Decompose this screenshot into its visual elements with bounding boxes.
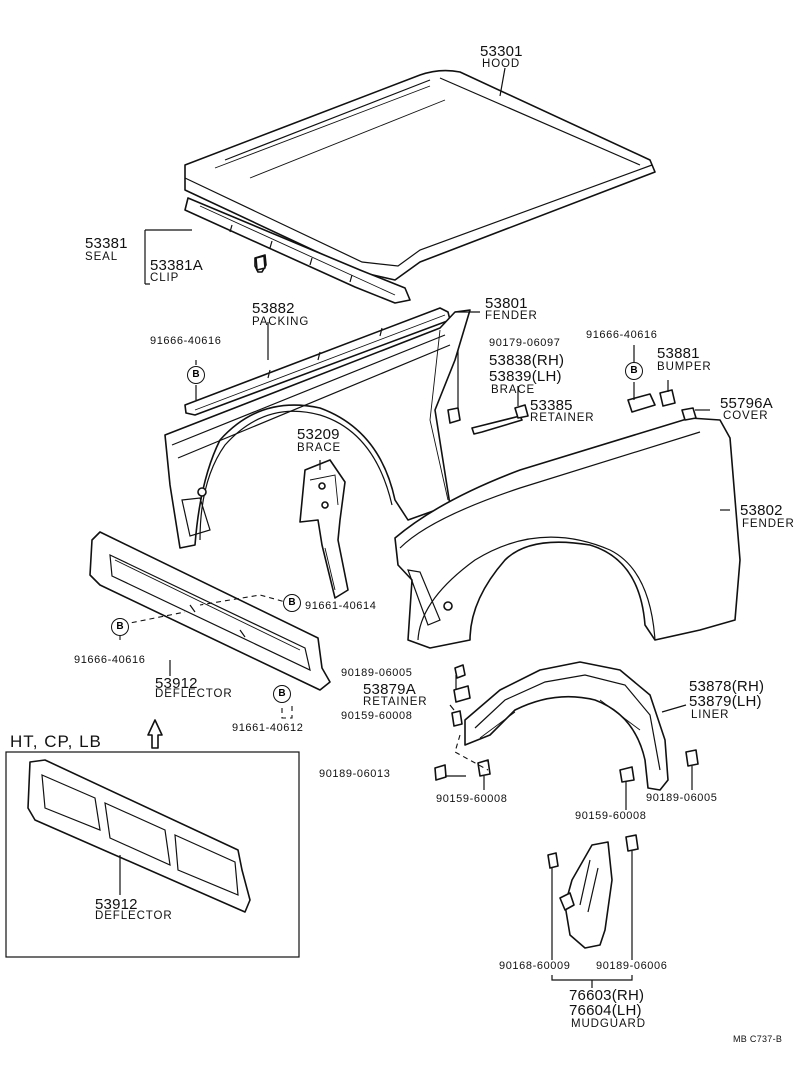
clip-name: CLIP	[150, 272, 180, 284]
bolt-e-number: 91661-40612	[232, 722, 304, 734]
retainer-part-number: 53385	[530, 397, 573, 414]
right-fender-part	[394, 417, 741, 649]
b-badge-e: B	[273, 685, 291, 703]
retainer2-name: RETAINER	[363, 696, 428, 708]
retainer-name: RETAINER	[530, 412, 595, 424]
deflector-part-number: 53912	[155, 675, 198, 692]
bumper-part-number: 53881	[657, 345, 700, 362]
hood-part	[184, 69, 656, 281]
left-fender-part-number: 53801	[485, 295, 528, 312]
retainer2-part-number: 53879A	[363, 681, 416, 698]
seal-part-number: 53381	[85, 235, 128, 252]
packing-name: PACKING	[252, 316, 310, 328]
brace-part	[299, 459, 349, 599]
left-fender-name: FENDER	[485, 310, 538, 322]
bolt-b-number: 91666-40616	[586, 329, 658, 341]
liner-name: LINER	[691, 709, 730, 721]
b-badge-a: B	[187, 366, 205, 384]
hood-name: HOOD	[482, 58, 521, 70]
cover-part-number: 55796A	[720, 395, 773, 412]
right-fender-name: FENDER	[742, 518, 795, 530]
liner-lh-number: 53879(LH)	[689, 693, 762, 710]
brace-name: BRACE	[491, 384, 536, 396]
mudguard-part	[559, 841, 613, 949]
brace-lh-number: 53839(LH)	[489, 368, 562, 385]
inset-box	[5, 719, 300, 958]
brace-rh-number: 53838(RH)	[489, 352, 565, 369]
mudguard-rh-number: 76603(RH)	[569, 987, 645, 1004]
clip-c-number: 90189-06005	[646, 792, 718, 804]
left-fender-part	[164, 309, 471, 549]
cover-name: COVER	[723, 410, 769, 422]
bolt-d-number: 91666-40616	[74, 654, 146, 666]
deflector2-name: DEFLECTOR	[95, 910, 173, 922]
deflector-part	[89, 531, 331, 691]
mudguard-lh-number: 76604(LH)	[569, 1002, 642, 1019]
clip-b-number: 90189-06013	[319, 768, 391, 780]
clip-a-number: 90189-06005	[341, 667, 413, 679]
deflector-name: DEFLECTOR	[155, 688, 233, 700]
small-fasteners	[255, 255, 699, 869]
screw-e-number: 90168-60009	[499, 960, 571, 972]
screw-d-number: 90159-60008	[575, 810, 647, 822]
seal-name: SEAL	[85, 251, 119, 263]
clip-part-number: 53381A	[150, 257, 203, 274]
hood-part-number: 53301	[480, 43, 523, 60]
b-badge-d: B	[111, 618, 129, 636]
variant-label: HT, CP, LB	[10, 732, 102, 751]
deflector2-part-number: 53912	[95, 896, 138, 913]
bolt-a-number: 91666-40616	[150, 335, 222, 347]
liner-rh-number: 53878(RH)	[689, 678, 765, 695]
screw-a-number: 90179-06097	[489, 337, 561, 349]
brace2-part-number: 53209	[297, 426, 340, 443]
right-fender-part-number: 53802	[740, 502, 783, 519]
bolt-c-number: 91661-40614	[305, 600, 377, 612]
b-badge-b: B	[625, 362, 643, 380]
screw-b-number: 90159-60008	[341, 710, 413, 722]
seal-part	[184, 197, 411, 304]
mudguard-name: MUDGUARD	[571, 1018, 646, 1030]
screw-c-number: 90159-60008	[436, 793, 508, 805]
drawing-reference: MB C737-B	[733, 1034, 783, 1044]
brace2-name: BRACE	[297, 442, 342, 454]
b-badge-c: B	[283, 594, 301, 612]
bumper-name: BUMPER	[657, 361, 712, 373]
clip-d-number: 90189-06006	[596, 960, 668, 972]
liner-part	[464, 661, 669, 791]
packing-part-number: 53882	[252, 300, 295, 317]
